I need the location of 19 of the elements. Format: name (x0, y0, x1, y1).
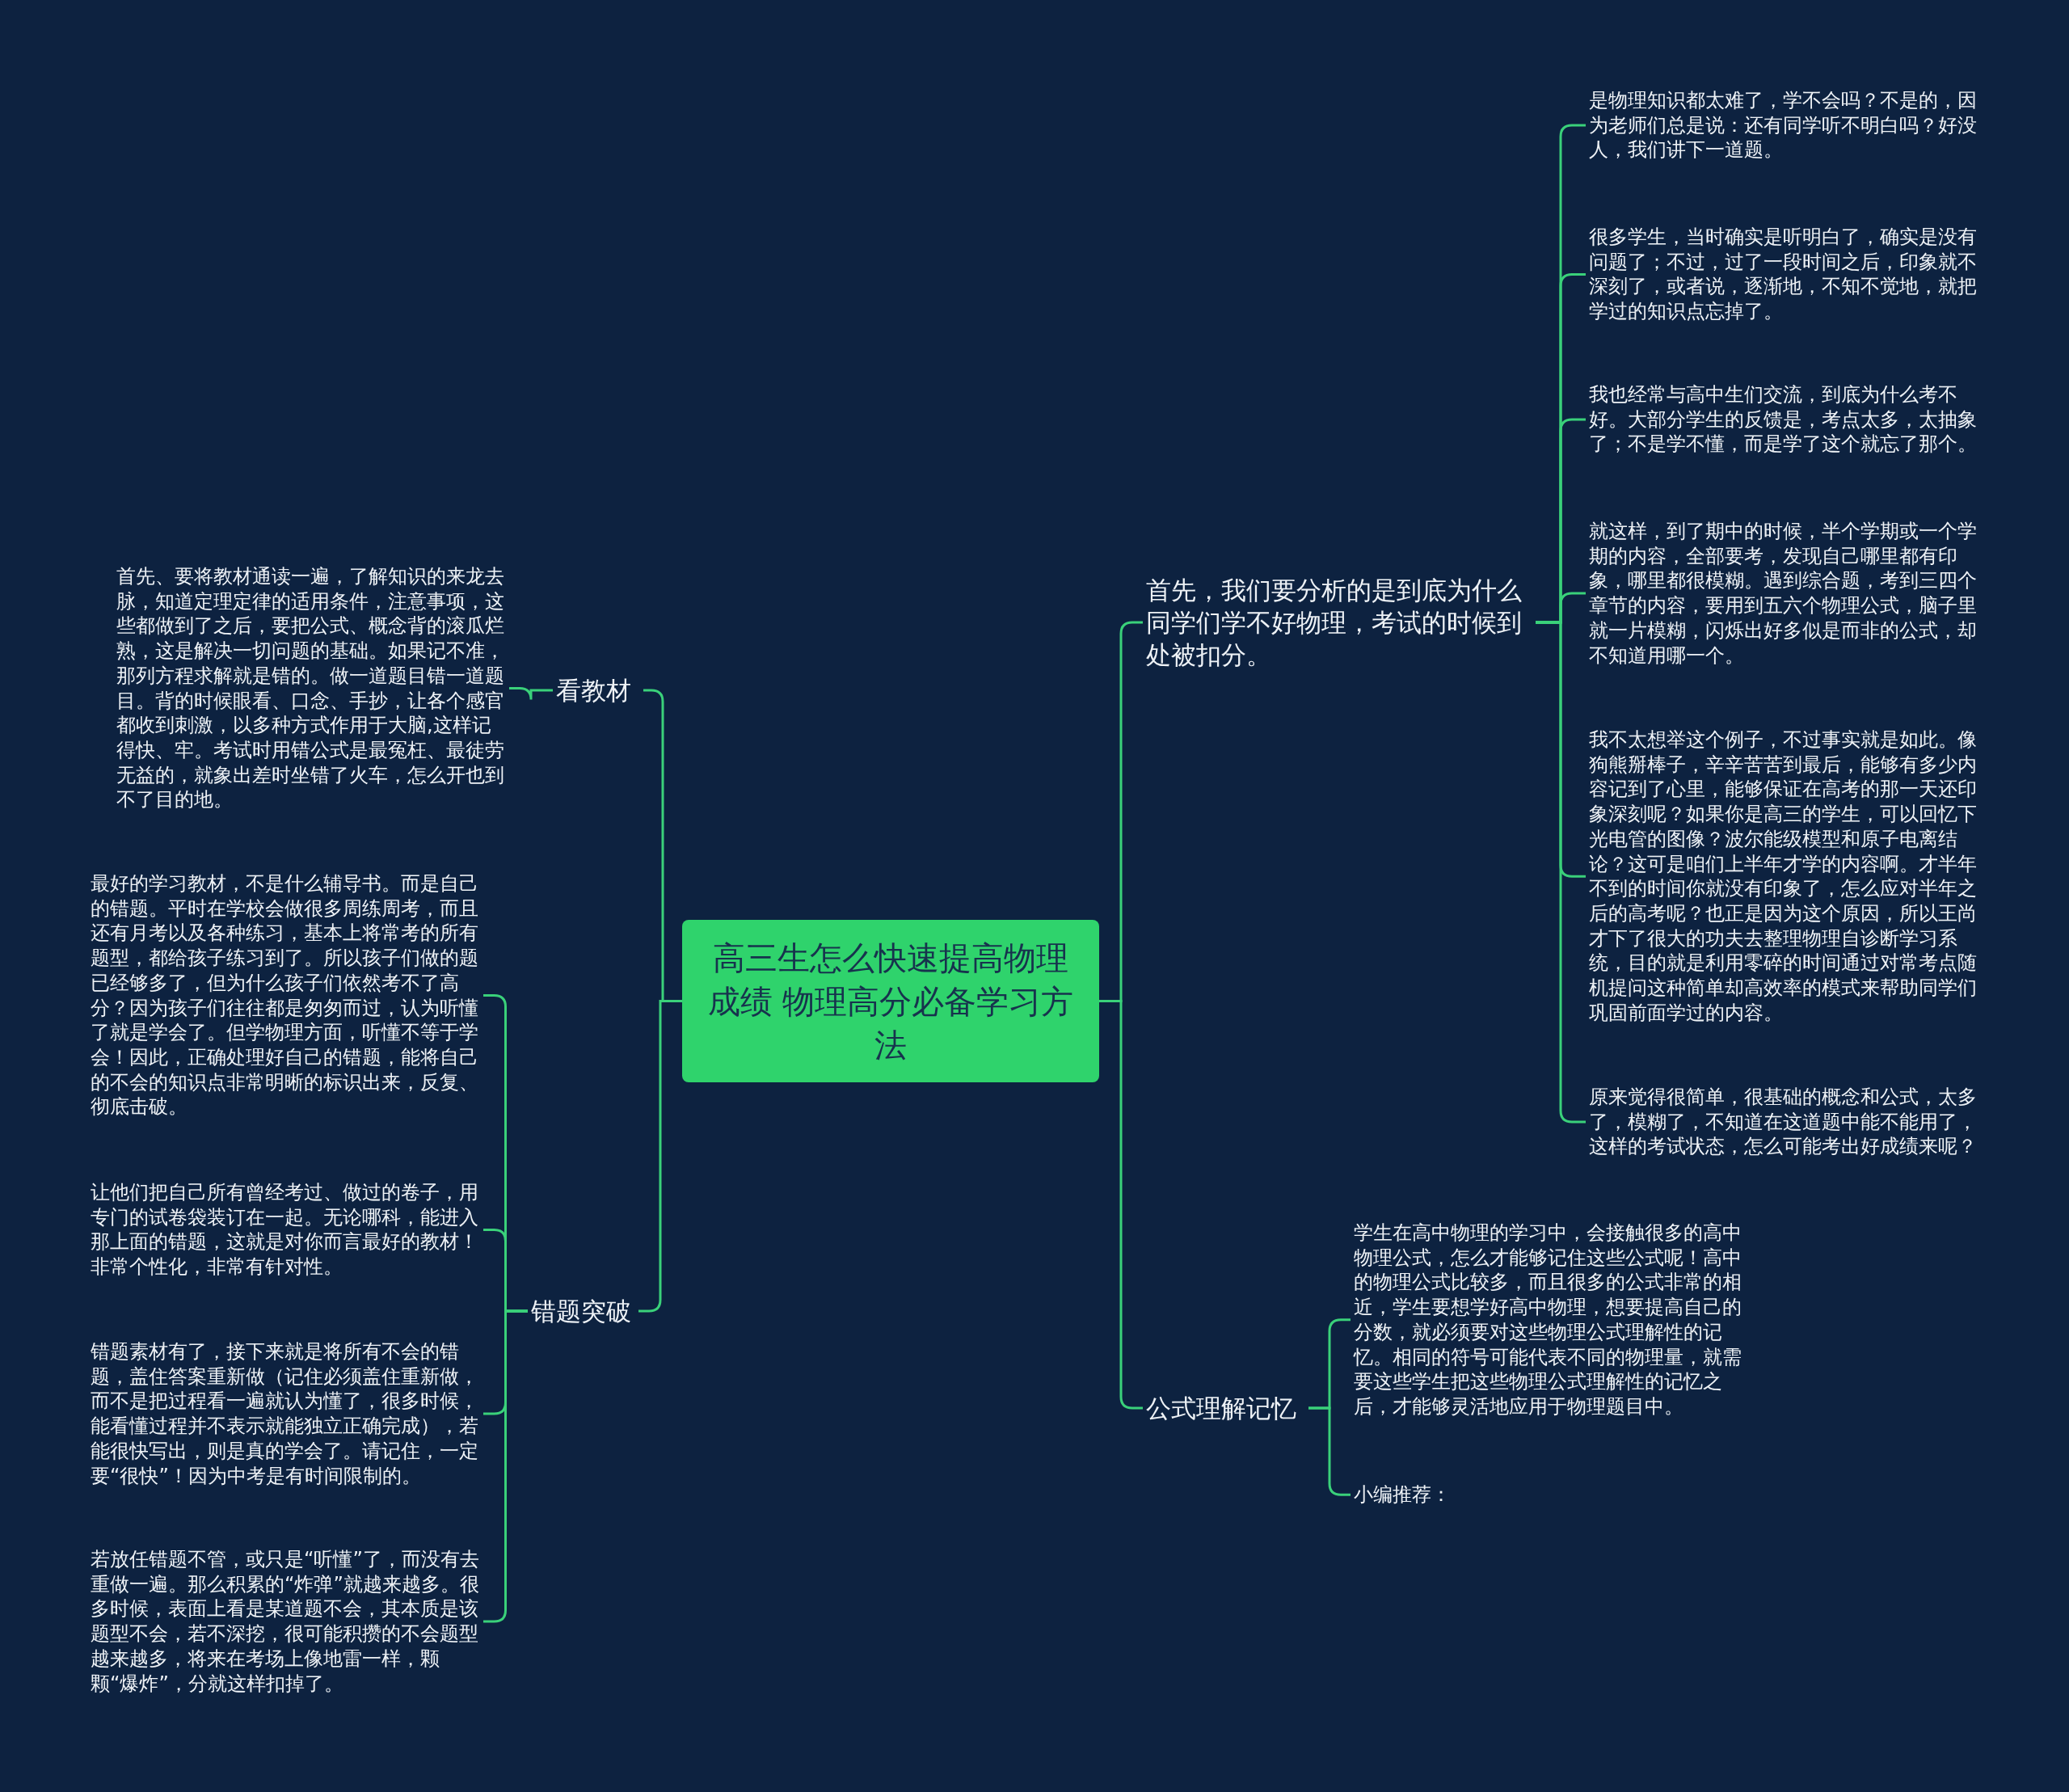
note-text: 若放任错题不管，或只是“听懂”了，而没有去重做一遍。那么积累的“炸弹”就越来越多。很多时候，表面上看是某道题不会，其本质是该题型不会，若不深挖，很可能积攒的不会题型越来越多，将来在考场上像地雷一样，颗颗“爆炸”，分就这样扣掉了。 (87, 1545, 483, 1698)
branch-label: 看教材 (553, 673, 643, 708)
note-text: 是物理知识都太难了，学不会吗？不是的，因为老师们总是说：还有同学听不明白吗？好没人，我们讲下一道题。 (1586, 86, 1982, 165)
central-topic-box: 高三生怎么快速提高物理成绩 物理高分必备学习方法 (682, 920, 1099, 1082)
note-text: 让他们把自己所有曾经考过、做过的卷子，用专门的试卷袋装订在一起。无论哪科，能进入那上面的错题，这就是对你而言最好的教材！非常个性化，非常有针对性。 (87, 1179, 483, 1281)
note-text: 错题素材有了，接下来就是将所有不会的错题，盖住答案重新做（记住必须盖住重新做，而不是把过程看一遍就认为懂了，很多时候，能看懂过程并不表示就能独立正确完成），若能很快写出，则是真的学会了。请记住，一定要“很快”！因为中考是有时间限制的。 (87, 1338, 483, 1491)
note-text: 就这样，到了期中的时候，半个学期或一个学期的内容，全部要考，发现自己哪里都有印象，哪里都很模糊。遇到综合题，考到三四个章节的内容，要用到五六个物理公式，脑子里就一片模糊，闪烁出好多似是而非的公式，却不知道用哪一个。 (1586, 517, 1982, 670)
branch-label: 公式理解记忆 (1143, 1390, 1308, 1426)
note-text: 首先、要将教材通读一遍，了解知识的来龙去脉，知道定理定律的适用条件，注意事项，这些都做到了之后，要把公式、概念背的滚瓜烂熟，这是解决一切问题的基础。如果记不准，那列方程求解就是错的。做一道题目错一道题目。背的时候眼看、口念、手抄，让各个感官都收到刺激，以多种方式作用于大脑,这样记得快、牢。考试时用错公式是最冤枉、最徒劳无益的，就象出差时坐错了火车，怎么开也到不了目的地。 (113, 563, 509, 815)
note-text: 最好的学习教材，不是什么辅导书。而是自己的错题。平时在学校会做很多周练周考，而且还有月考以及各种练习，基本上将常考的所有题型，都给孩子练习到了。所以孩子们做的题已经够多了，但为什么孩子们依然考不了高分？因为孩子们往往都是匆匆而过，认为听懂了就是学会了。但学物理方面，听懂不等于学会！因此，正确处理好自己的错题，能将自己的不会的知识点非常明晰的标识出来，反复、彻底击破。 (87, 870, 483, 1122)
branch-label: 首先，我们要分析的是到底为什么同学们学不好物理，考试的时候到处被扣分。 (1143, 572, 1536, 673)
note-text: 我不太想举这个例子，不过事实就是如此。像狗熊掰棒子，辛辛苦苦到最后，能够有多少内容记到了心里，能够保证在高考的那一天还印象深刻呢？如果你是高三的学生，可以回忆下光电管的图像？波尔能级模型和原子电离结论？这可是咱们上半年才学的内容啊。才半年不到的时间你就没有印象了，怎么应对半年之后的高考呢？也正是因为这个原因，所以王尚才下了很大的功夫去整理物理自诊断学习系统，目的就是利用零碎的时间通过对常考点随机提问这种简单却高效率的模式来帮助同学们巩固前面学过的内容。 (1586, 726, 1982, 1027)
note-text: 很多学生，当时确实是听明白了，确实是没有问题了；不过，过了一段时间之后，印象就不深刻了，或者说，逐渐地，不知不觉地，就把学过的知识点忘掉了。 (1586, 223, 1982, 326)
branch-label: 错题突破 (528, 1293, 638, 1329)
note-text: 原来觉得很简单，很基础的概念和公式，太多了，模糊了，不知道在这道题中能不能用了，这样的考试状态，怎么可能考出好成绩来呢？ (1586, 1083, 1982, 1162)
note-text: 我也经常与高中生们交流，到底为什么考不好。大部分学生的反馈是，考点太多，太抽象了；不是学不懂，而是学了这个就忘了那个。 (1586, 381, 1982, 459)
note-text: 小编推荐： (1351, 1481, 1456, 1509)
connector-line (509, 687, 553, 701)
note-text: 学生在高中物理的学习中，会接触很多的高中物理公式，怎么才能够记住这些公式呢！高中的物理公式比较多，而且很多的公式非常的相近，学生要想学好高中物理，想要提高自己的分数，就必须要对这些物理公式理解性的记忆。相同的符号可能代表不同的物理量，就需要这些学生把这些物理公式理解性的记忆之后，才能够灵活地应用于物理题目中。 (1351, 1219, 1747, 1421)
